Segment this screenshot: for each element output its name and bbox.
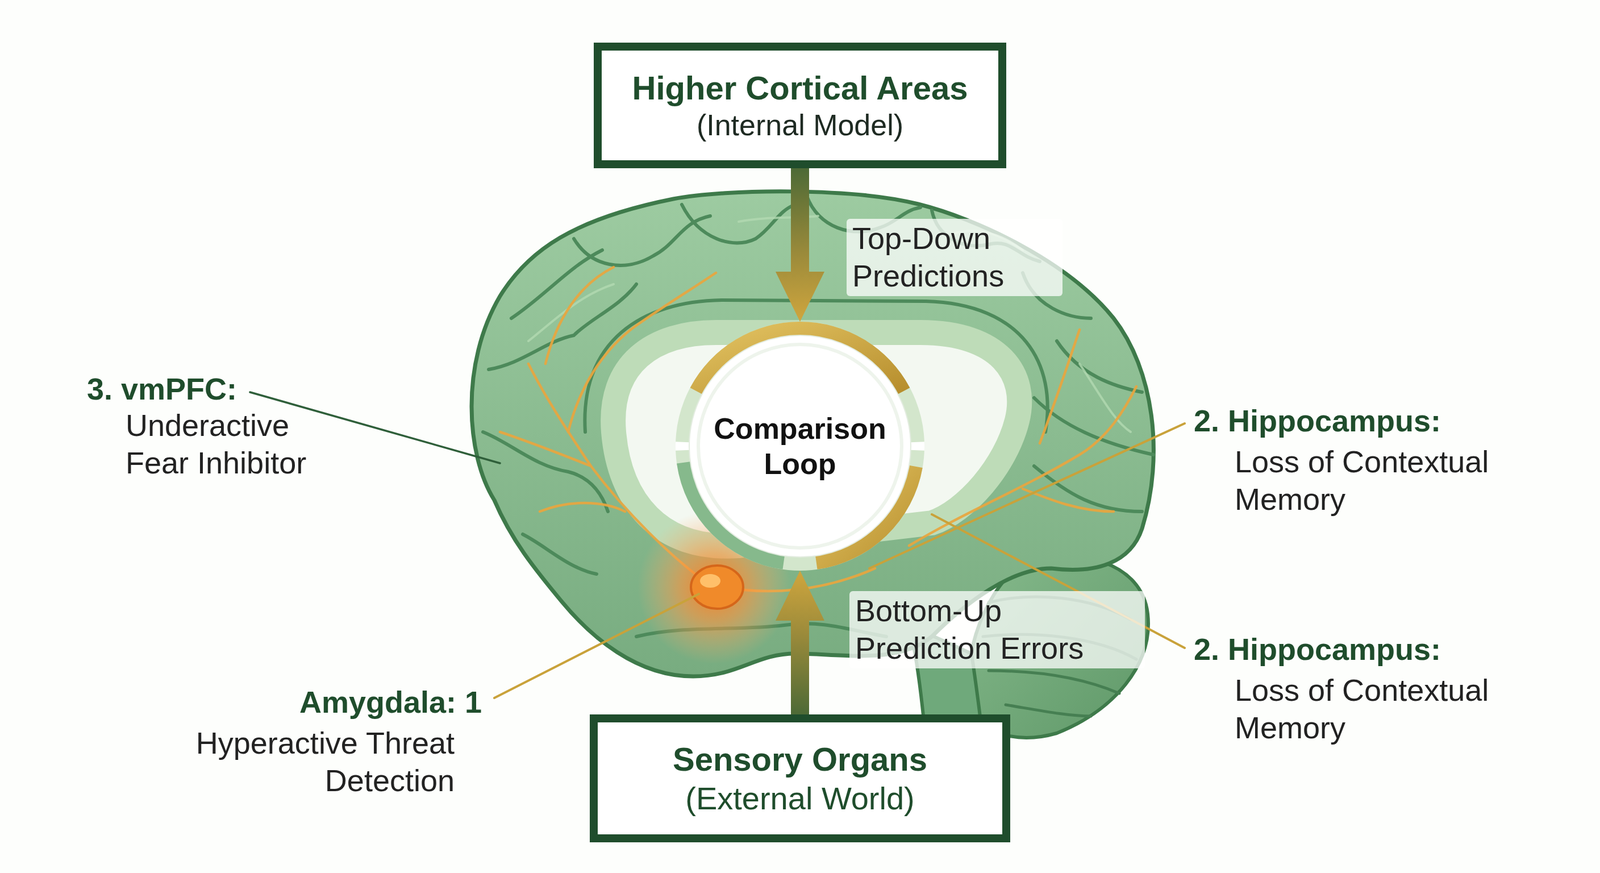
arrow-head (775, 570, 825, 621)
illustration-part (488, 284, 637, 370)
illustration-part (522, 534, 597, 574)
loop-label: Comparison Loop (706, 410, 894, 482)
amygdala-highlight (700, 573, 721, 588)
callout-heading: 3. vmPFC: (86, 370, 428, 408)
illustration-part (539, 502, 625, 512)
illustration-part (545, 267, 614, 364)
illustration-part (909, 386, 1137, 546)
callout-text: Underactive Fear Inhibitor (125, 406, 342, 482)
edge-label: Top-Down Predictions (846, 218, 1063, 297)
illustration-part (573, 215, 711, 266)
gyri (482, 196, 1154, 637)
illustration-part (681, 204, 796, 244)
callout-heading: Amygdala: 1 (140, 683, 482, 722)
leader-line (869, 423, 1185, 569)
ring-segment (675, 441, 690, 450)
callout-text: Hyperactive Threat Detection (170, 724, 455, 800)
cerebrum (471, 191, 1154, 677)
illustration-part (482, 431, 608, 512)
box-heading: Higher Cortical Areas (632, 68, 969, 108)
ring-inner (689, 335, 911, 557)
nerve-paths (500, 267, 1137, 591)
arrow-head (775, 271, 825, 322)
arrow-shaft (790, 168, 810, 279)
process-box: Sensory Organs(External World) (589, 714, 1011, 843)
illustration-part (1039, 329, 1080, 444)
illustration-part (1034, 465, 1143, 512)
illustration-part (1079, 363, 1131, 432)
illustration-part (1005, 704, 1091, 716)
process-box: Higher Cortical Areas(Internal Model) (593, 42, 1007, 169)
illustration-part (528, 284, 614, 341)
box-heading: Sensory Organs (672, 739, 928, 779)
loop-ring (675, 321, 925, 571)
leader-line (494, 593, 699, 698)
callout-heading: 2. Hippocampus: (1193, 630, 1535, 669)
box-subtitle: (External World) (685, 778, 915, 818)
ring-segment (910, 441, 925, 450)
illustration-part (500, 431, 591, 466)
callout-heading: 2. Hippocampus: (1193, 402, 1535, 440)
illustration-part (988, 670, 1120, 694)
arrow-shaft (790, 613, 810, 715)
flow-arrow (775, 168, 825, 322)
ring-group (675, 321, 925, 570)
leader-lines (250, 392, 1185, 698)
callout-text: Loss of Contextual Memory (1234, 671, 1531, 747)
flow-arrow (775, 570, 825, 715)
illustration-part (1056, 340, 1143, 393)
edge-label: Bottom-Up Prediction Errors (849, 590, 1145, 669)
comparison-circle: Comparison Loop (675, 321, 925, 571)
callout-text: Loss of Contextual Memory (1234, 443, 1531, 519)
ring-inner-shade (698, 344, 902, 548)
amygdala (690, 565, 744, 609)
box-subtitle: (Internal Model) (696, 107, 904, 143)
